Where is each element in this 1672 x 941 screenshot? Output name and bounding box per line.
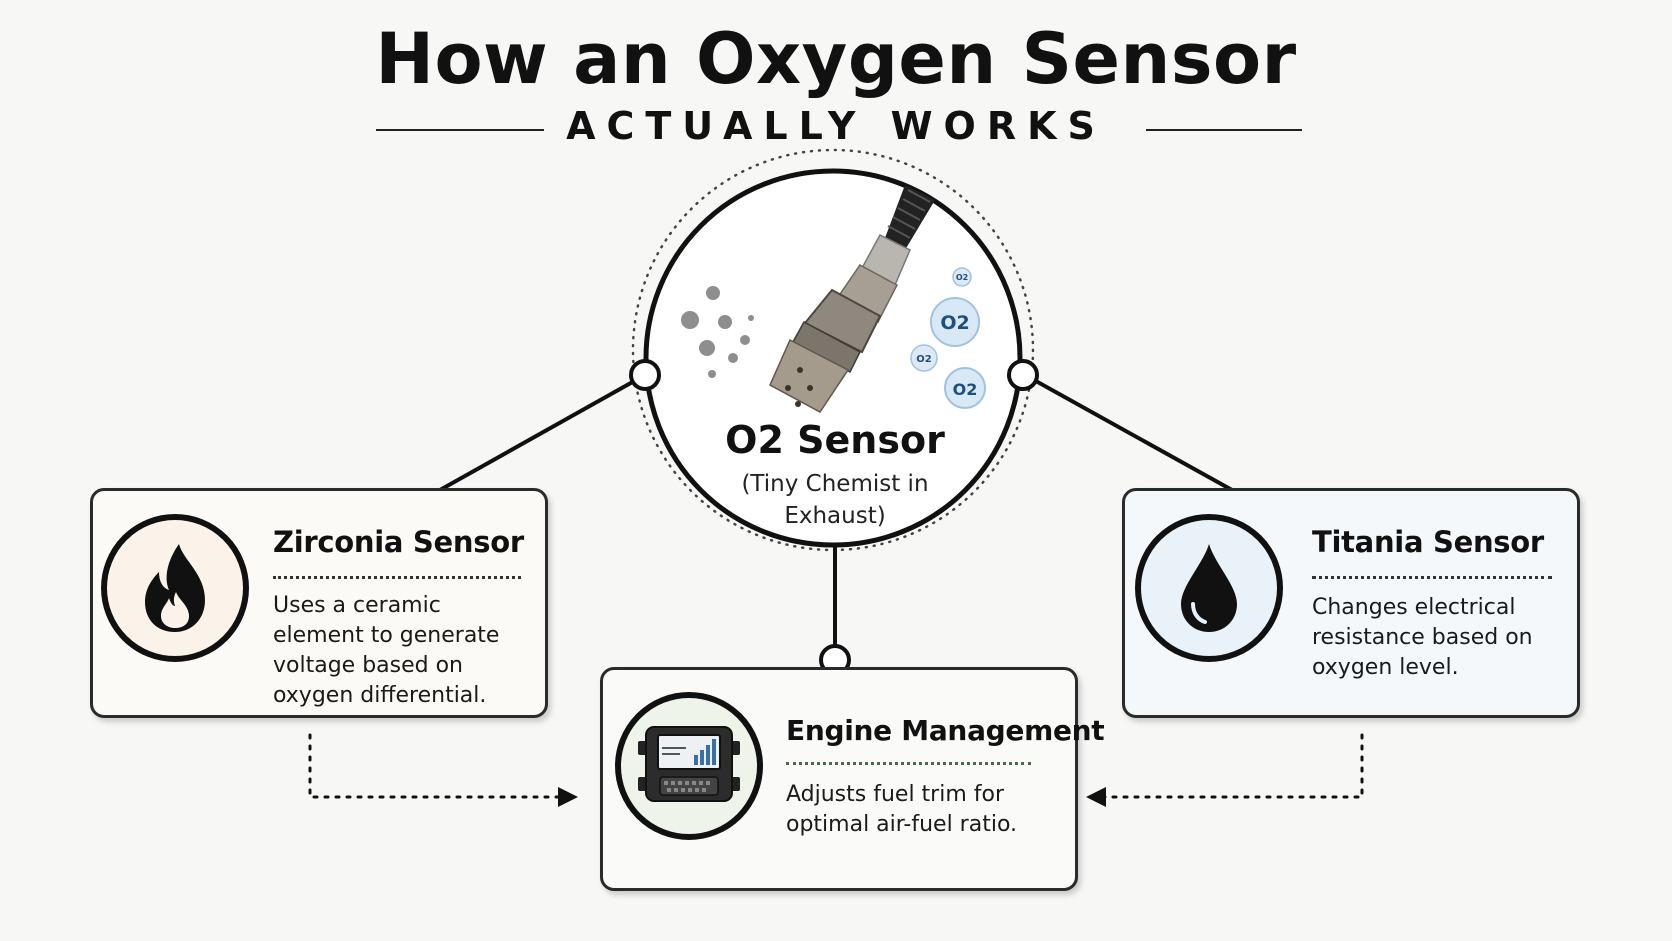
zirconia-icon-circle xyxy=(101,514,249,662)
titania-title: Titania Sensor xyxy=(1312,525,1544,559)
page-title: How an Oxygen Sensor xyxy=(375,18,1297,100)
node-right xyxy=(1007,359,1039,391)
oxygen-bubbles-icon xyxy=(910,267,986,409)
arrowhead-right-icon xyxy=(1086,787,1106,807)
oxygen-sensor-icon xyxy=(769,185,935,413)
node-left xyxy=(629,359,661,391)
center-subtitle: (Tiny Chemist in Exhaust) xyxy=(741,471,929,529)
page-subtitle: ACTUALLY WORKS xyxy=(566,104,1106,148)
engine-icon-circle xyxy=(615,692,763,840)
bubble-label-2: O2 xyxy=(940,312,969,334)
oxygen-bubble-labels: O2 O2 O2 O2 xyxy=(916,273,977,399)
zirconia-card: Zirconia Sensor Uses a ceramic element t… xyxy=(90,488,548,718)
center-title: O2 Sensor xyxy=(725,418,945,462)
bubble-label-1: O2 xyxy=(956,273,968,282)
engine-title: Engine Management xyxy=(786,714,1105,747)
zirconia-body: Uses a ceramic element to generate volta… xyxy=(273,593,500,708)
subtitle-rule-right xyxy=(1146,129,1302,131)
subtitle-row: ACTUALLY WORKS xyxy=(0,104,1672,154)
bubble-label-4: O2 xyxy=(953,380,978,399)
zirconia-title: Zirconia Sensor xyxy=(273,525,524,559)
titania-divider xyxy=(1312,576,1552,579)
connector-right xyxy=(1024,373,1233,492)
flame-icon xyxy=(145,544,205,632)
engine-divider xyxy=(786,762,1031,765)
connector-left xyxy=(439,373,646,492)
subtitle-rule-left xyxy=(376,129,544,131)
titania-body: Changes electrical resistance based on o… xyxy=(1312,595,1533,680)
droplet-icon xyxy=(1181,544,1237,632)
arrow-path-left xyxy=(308,733,560,799)
ecu-icon xyxy=(638,726,740,802)
engine-management-card: Engine Management Adjusts fuel trim for … xyxy=(600,667,1105,891)
exhaust-particles-icon xyxy=(681,286,754,378)
zirconia-divider xyxy=(273,576,521,579)
arrow-path-right xyxy=(1102,733,1364,799)
titania-card: Titania Sensor Changes electrical resist… xyxy=(1122,488,1580,718)
arrowhead-left-icon xyxy=(558,787,578,807)
engine-body: Adjusts fuel trim for optimal air-fuel r… xyxy=(786,782,1018,837)
bubble-label-3: O2 xyxy=(916,354,932,365)
dotted-arrows xyxy=(308,733,1364,799)
titania-icon-circle xyxy=(1135,514,1283,662)
